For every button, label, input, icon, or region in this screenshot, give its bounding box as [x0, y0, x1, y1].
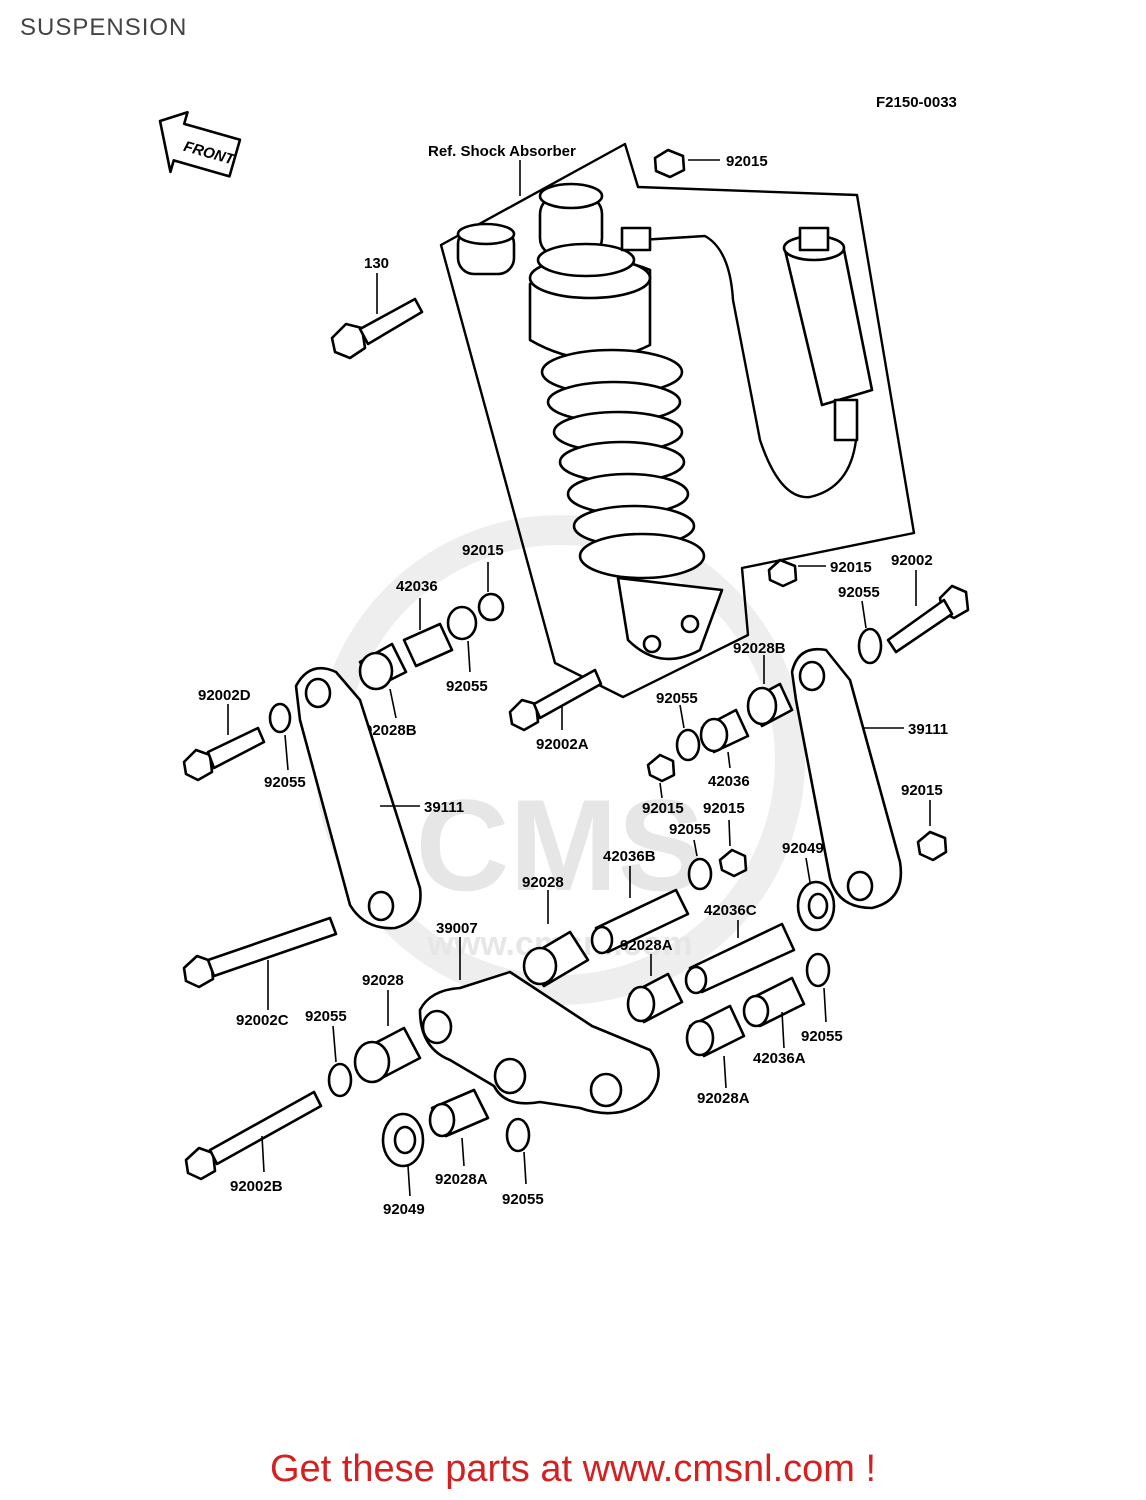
part-92055-label-6: 92055 [801, 1028, 843, 1045]
part-92002B-label: 92002B [230, 1178, 283, 1195]
right-side-nut [916, 800, 948, 862]
watermark-text: CMS [416, 772, 705, 918]
part-39111-label-left: 39111 [424, 799, 464, 816]
collar-92028-middle [522, 890, 590, 988]
part-92002-label: 92002 [891, 552, 933, 569]
part-92028A-label-2: 92028A [697, 1090, 750, 1107]
part-92055-label-2: 92055 [264, 774, 306, 791]
sleeves-42036B-42036C [590, 866, 796, 995]
nut-92015-top [653, 148, 720, 179]
figure-code: F2150-0033 [876, 94, 957, 111]
part-92015-label-6: 92015 [901, 782, 943, 799]
footer-link[interactable]: Get these parts at www.cmsnl.com ! [269, 1448, 877, 1490]
part-39007-label: 39007 [436, 920, 478, 937]
right-top-hardware [767, 558, 970, 665]
part-39111-label-right: 39111 [908, 721, 948, 738]
bolt-92002A [508, 668, 603, 732]
bolt-92002C [182, 916, 338, 1010]
bolt-92002D [182, 702, 292, 782]
part-92055-label-7: 92055 [305, 1008, 347, 1025]
part-92002C-label: 92002C [236, 1012, 289, 1029]
part-92002D-label: 92002D [198, 687, 251, 704]
small-nut-and-washer [687, 819, 748, 891]
exploded-parts-diagram: .ln { stroke:#000; stroke-width:2.4; fil… [158, 94, 970, 1218]
part-42036A-label: 42036A [753, 1050, 806, 1067]
part-92049-label-bottom: 92049 [383, 1201, 425, 1218]
part-92028B-label-1: 92028B [364, 722, 417, 739]
part-42036-label-2: 42036 [708, 773, 750, 790]
part-92055-label-1: 92055 [446, 678, 488, 695]
part-92002A-label: 92002A [536, 736, 589, 753]
ref-shock-absorber-label: Ref. Shock Absorber [428, 143, 576, 160]
part-92028B-label-2: 92028B [733, 640, 786, 657]
part-92028-label-1: 92028 [522, 874, 564, 891]
part-92015-label-4: 92015 [642, 800, 684, 817]
collar-92028A-upper [626, 954, 684, 1024]
part-92028A-label-1: 92028A [620, 937, 673, 954]
part-92055-label-4: 92055 [656, 690, 698, 707]
part-92015-label-3: 92015 [830, 559, 872, 576]
bottom-hardware [381, 1088, 531, 1197]
tie-rod-39111-right [790, 647, 904, 910]
page-title: SUSPENSION [20, 14, 188, 41]
part-42036C-label: 42036C [704, 902, 757, 919]
part-92055-label-5: 92055 [669, 821, 711, 838]
right-middle-collars [646, 655, 794, 799]
tie-rod-39111-left [294, 667, 422, 930]
shock-absorber-drawing [456, 182, 874, 661]
front-arrow-icon: FRONT [158, 110, 242, 178]
part-92055-label-8: 92055 [502, 1191, 544, 1208]
collar-92028-lower [327, 990, 422, 1098]
bolt-130 [330, 273, 424, 360]
bolt-92002B [184, 1090, 323, 1181]
part-92015-top-label: 92015 [726, 153, 768, 170]
upper-left-collars [358, 562, 505, 719]
part-92055-label-3: 92055 [838, 584, 880, 601]
part-42036B-label: 42036B [603, 848, 656, 865]
rocker-arm-39007 [418, 937, 660, 1115]
part-92015-label-5: 92015 [703, 800, 745, 817]
part-92028A-label-3: 92028A [435, 1171, 488, 1188]
seal-92049-right [796, 857, 836, 932]
part-92049-label-right: 92049 [782, 840, 824, 857]
part-42036-label-1: 42036 [396, 578, 438, 595]
part-130-label: 130 [364, 255, 389, 272]
part-92028-label-2: 92028 [362, 972, 404, 989]
right-lower-collars [685, 952, 831, 1089]
part-92015-label-2: 92015 [462, 542, 504, 559]
